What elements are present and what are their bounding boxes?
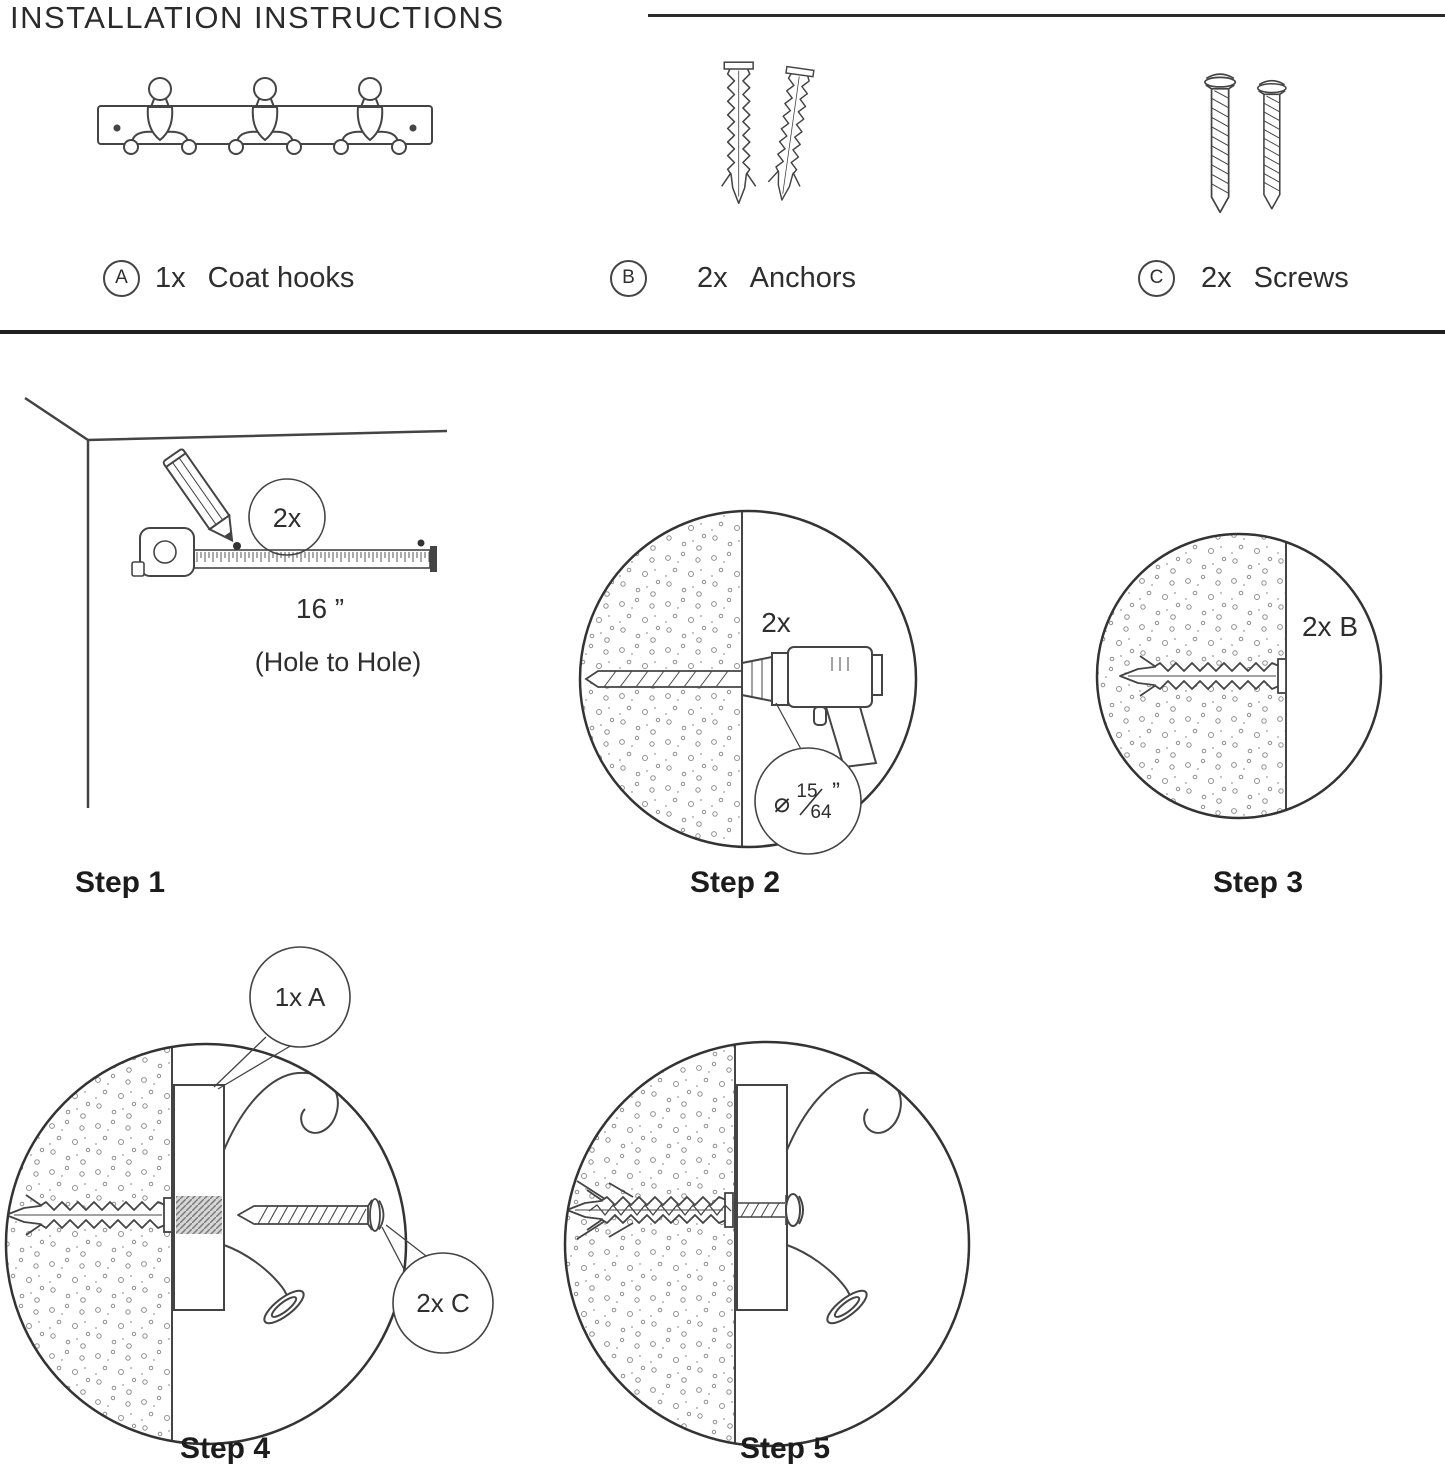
wall-corner-lines — [24, 396, 448, 808]
step3-illustration: 2x B — [1095, 532, 1383, 820]
screw-icon — [237, 1198, 385, 1232]
callout-hooks: 1x A — [213, 946, 351, 1090]
step4-label: Step 4 — [180, 1432, 271, 1465]
tape-measure-icon — [131, 527, 437, 577]
step1-qty: 2x — [273, 503, 302, 533]
diameter-symbol: ⌀ — [774, 788, 790, 818]
part-name-c: Screws — [1253, 261, 1349, 294]
page-title: INSTALLATION INSTRUCTIONS — [10, 0, 505, 35]
anchor-icon — [765, 65, 817, 203]
title-rule — [648, 14, 1445, 17]
screw-icon — [1204, 73, 1237, 214]
anchor-icon — [720, 61, 757, 205]
coat-hooks-illustration — [97, 77, 433, 155]
part-qty-a: 1x — [155, 261, 186, 294]
drill-icon — [584, 646, 883, 769]
hook-icon — [333, 77, 407, 155]
anchors-illustration — [720, 61, 817, 205]
hook-icon — [228, 77, 302, 155]
step5-illustration — [563, 1040, 971, 1448]
part-label-screws: C 2x Screws — [1138, 259, 1349, 297]
hook-icon — [786, 1071, 902, 1325]
screw-threads-in-anchor — [588, 1203, 732, 1217]
step4-callout-hooks: 1x A — [275, 982, 326, 1012]
step2-label: Step 2 — [690, 866, 781, 899]
qty-callout-circle — [248, 478, 326, 556]
step1-distance: 16 ” — [296, 593, 344, 624]
step5-label: Step 5 — [740, 1432, 831, 1465]
diameter-numerator: 15 — [796, 781, 817, 802]
wall-section — [6, 1044, 172, 1444]
part-id-badge-a: A — [103, 259, 140, 297]
step4-illustration: 1x A 2x C — [4, 946, 494, 1446]
step1-label: Step 1 — [75, 866, 166, 899]
step1-note: (Hole to Hole) — [255, 647, 422, 677]
screw-through-plate — [735, 1193, 804, 1227]
part-id-badge-b: B — [610, 259, 647, 297]
screw-head — [785, 1193, 801, 1227]
screw-hole-hatch — [176, 1196, 222, 1234]
part-name-b: Anchors — [749, 261, 857, 294]
screw-icon — [1256, 79, 1287, 210]
part-label-anchors: B 2x Anchors — [610, 259, 857, 297]
part-id-badge-c: C — [1138, 259, 1175, 297]
section-divider — [0, 330, 1445, 334]
part-qty-b: 2x — [697, 261, 728, 294]
callout-leader — [775, 702, 803, 752]
diameter-denominator: 64 — [810, 802, 832, 823]
mark-dot — [233, 542, 241, 550]
screws-illustration — [1204, 73, 1287, 214]
step3-qty: 2x B — [1302, 611, 1358, 642]
step2-illustration: 2x ⌀ 15 64 ” — [578, 509, 918, 855]
hook-icon — [123, 77, 197, 155]
anchor-wings-expanded — [576, 1180, 634, 1240]
mark-dot — [417, 539, 425, 547]
diameter-callout: ⌀ 15 64 ” — [754, 747, 862, 855]
part-label-coat-hooks: A 1x Coat hooks — [103, 259, 355, 297]
callout-screws: 2x C — [381, 1224, 494, 1354]
step4-callout-screws: 2x C — [416, 1288, 469, 1318]
hook-icon — [223, 1071, 339, 1325]
step3-label: Step 3 — [1213, 866, 1304, 899]
hook-rail-plate — [736, 1084, 788, 1311]
step2-qty: 2x — [761, 607, 791, 638]
pencil-icon — [162, 448, 234, 543]
step1-illustration: 2x 16 ” (Hole to Hole) — [24, 396, 448, 808]
part-qty-c: 2x — [1201, 261, 1232, 294]
diameter-unit: ” — [832, 778, 840, 805]
part-name-a: Coat hooks — [207, 261, 355, 294]
